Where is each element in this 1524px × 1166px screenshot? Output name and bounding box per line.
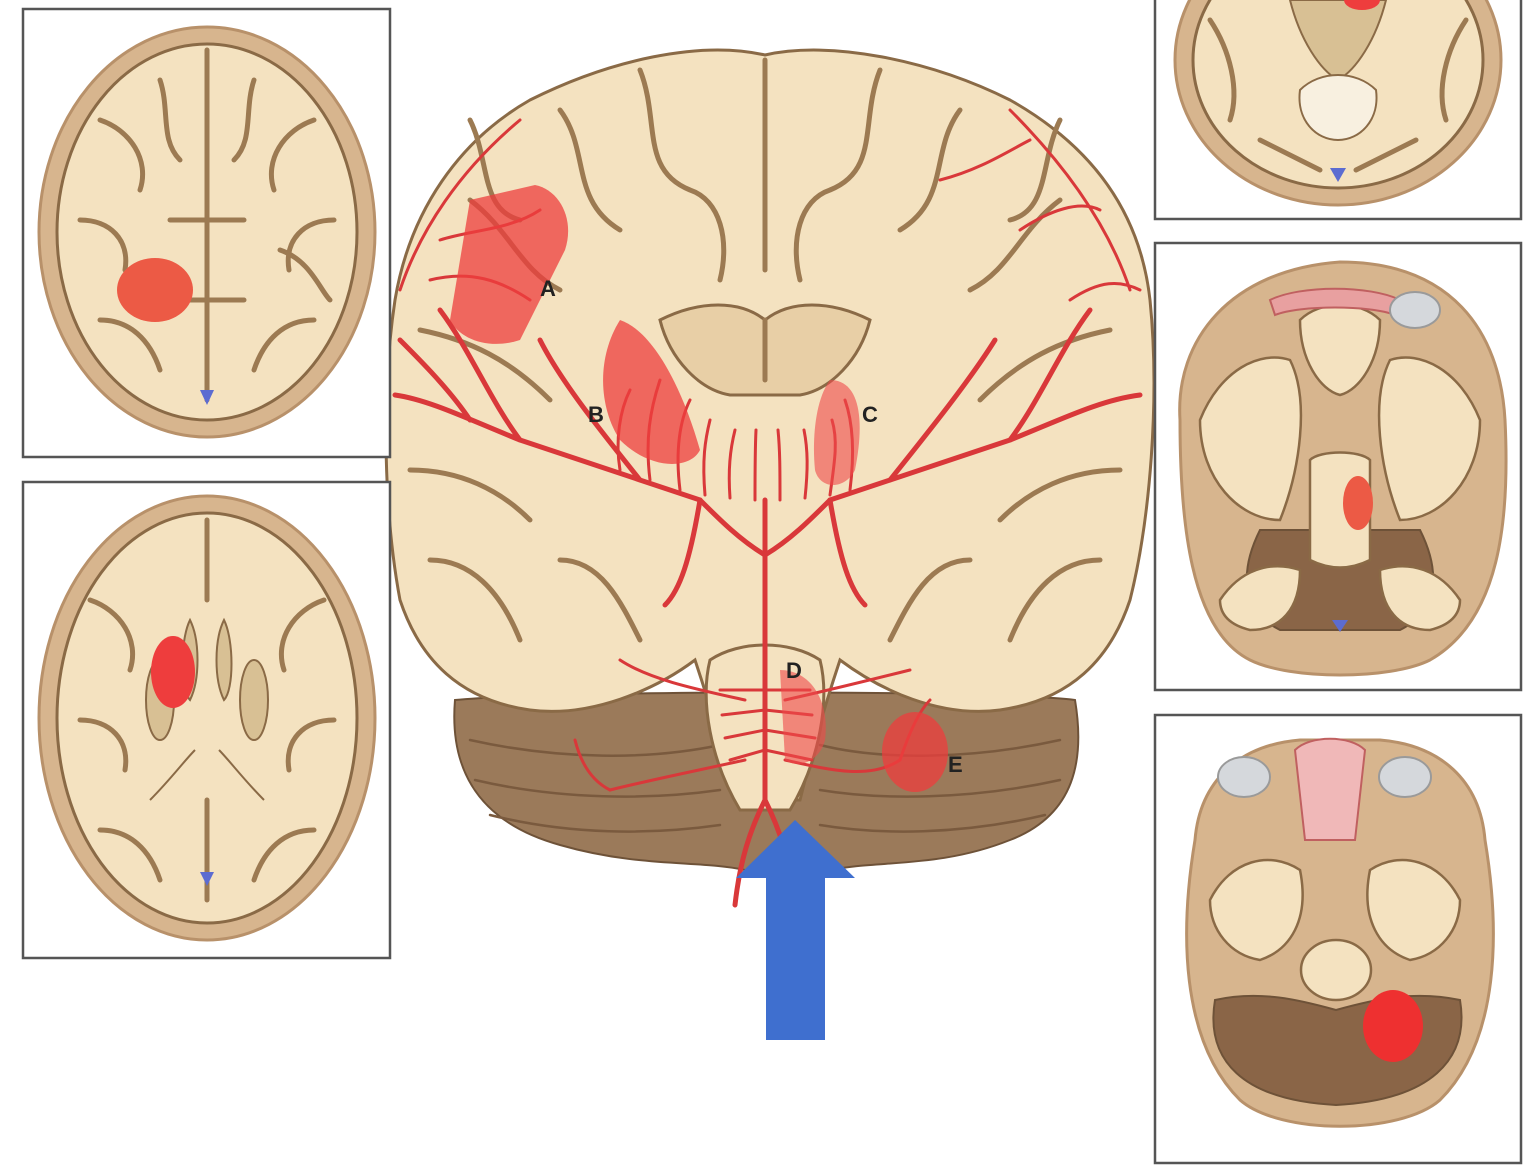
lesion-axial-deep bbox=[151, 636, 195, 708]
axial-panel-right-middle bbox=[1155, 243, 1521, 690]
label-c: C bbox=[862, 402, 878, 427]
lesion-axial-pons bbox=[1343, 476, 1373, 530]
label-d: D bbox=[786, 658, 802, 683]
label-e: E bbox=[948, 752, 963, 777]
lesion-axial-cerebellum bbox=[1363, 990, 1423, 1062]
coronal-brain-section: A B C D E bbox=[386, 50, 1154, 905]
axial-panel-left-top bbox=[23, 9, 390, 457]
lesion-e bbox=[882, 712, 948, 792]
axial-panel-right-bottom bbox=[1155, 715, 1521, 1163]
lesion-axial-cortical bbox=[117, 258, 193, 322]
label-a: A bbox=[540, 276, 556, 301]
axial-panel-right-top bbox=[1155, 0, 1521, 219]
axial-panel-left-bottom bbox=[23, 482, 390, 958]
label-b: B bbox=[588, 402, 604, 427]
